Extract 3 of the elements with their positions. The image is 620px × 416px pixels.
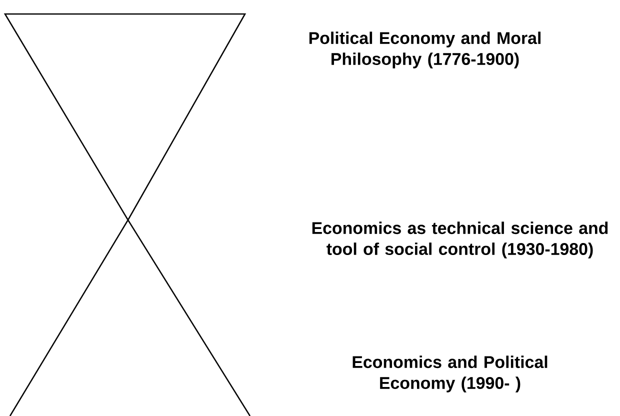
- label-text: Political Economy and Moral Philosophy (1776-1900): [309, 32, 540, 68]
- label-text: Economics and Political Economy (1990- ): [352, 356, 548, 392]
- label-text: Economics as technical science and tool of social control (1930-1980): [312, 222, 608, 258]
